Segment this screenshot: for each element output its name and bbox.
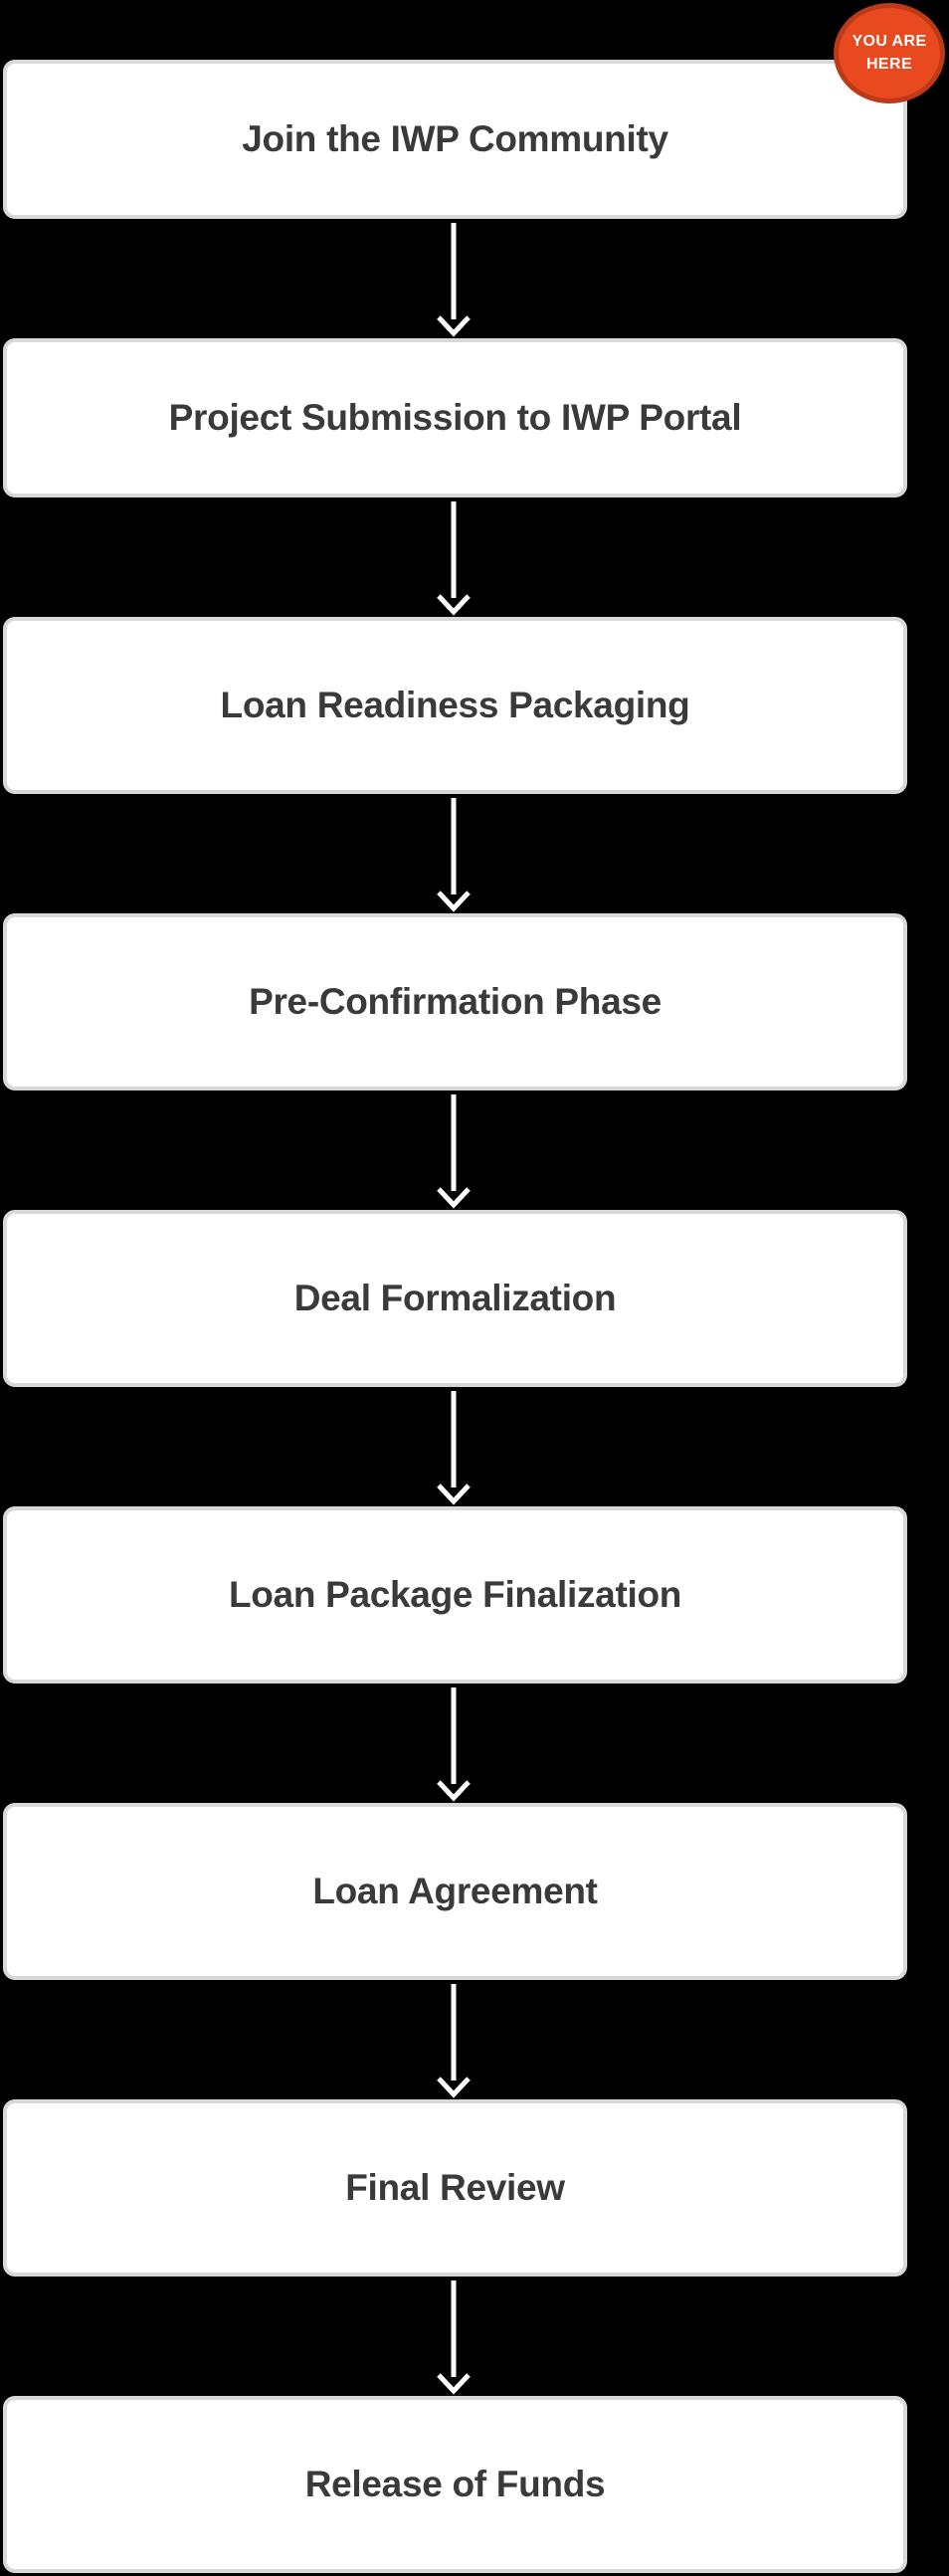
down-arrow-icon: [437, 2280, 471, 2395]
down-arrow-icon: [437, 1094, 471, 1209]
you-are-here-badge: YOU ARE HERE: [834, 3, 945, 103]
down-arrow-icon: [437, 223, 471, 337]
flow-step-label: Deal Formalization: [293, 1278, 617, 1318]
flow-step-label: Join the IWP Community: [242, 118, 668, 159]
flow-step-loan-package-finalization: Loan Package Finalization: [3, 1506, 907, 1684]
flow-step-final-review: Final Review: [3, 2099, 907, 2277]
flow-step-release-of-funds: Release of Funds: [3, 2396, 907, 2573]
flow-step-label: Final Review: [345, 2167, 565, 2208]
flow-step-label: Project Submission to IWP Portal: [168, 397, 742, 438]
down-arrow-icon: [437, 1984, 471, 2098]
down-arrow-icon: [437, 1391, 471, 1505]
flow-step-label: Pre-Confirmation Phase: [249, 981, 662, 1022]
flow-step-join-community: Join the IWP Community: [3, 60, 907, 219]
down-arrow-icon: [437, 501, 471, 616]
flow-step-loan-agreement: Loan Agreement: [3, 1803, 907, 1980]
down-arrow-icon: [437, 798, 471, 912]
flow-step-label: Loan Readiness Packaging: [220, 685, 690, 725]
flow-step-label: Loan Package Finalization: [228, 1574, 682, 1615]
flow-step-loan-readiness: Loan Readiness Packaging: [3, 617, 907, 794]
flow-step-project-submission: Project Submission to IWP Portal: [3, 338, 907, 497]
badge-line-2: HERE: [865, 55, 913, 73]
badge-line-1: YOU ARE: [852, 33, 927, 51]
flow-step-deal-formalization: Deal Formalization: [3, 1210, 907, 1387]
flow-step-label: Loan Agreement: [312, 1871, 598, 1911]
down-arrow-icon: [437, 1687, 471, 1802]
flow-step-pre-confirmation: Pre-Confirmation Phase: [3, 913, 907, 1090]
flow-step-label: Release of Funds: [304, 2464, 606, 2504]
